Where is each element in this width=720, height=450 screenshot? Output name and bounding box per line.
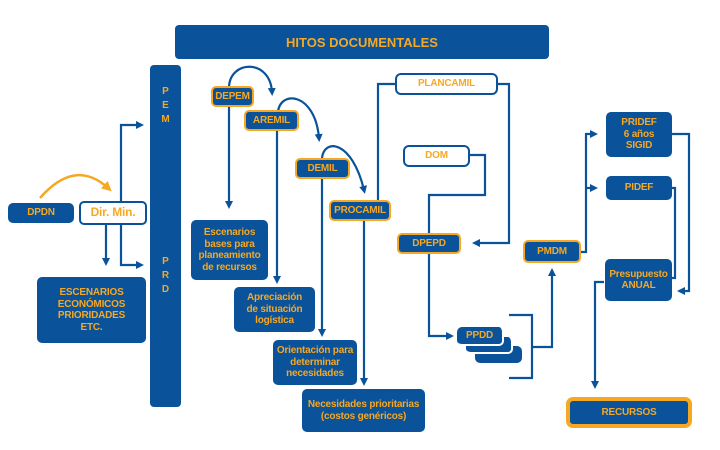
node-dir-min: Dir. Min.	[79, 201, 147, 225]
connector-demil-procamil	[320, 145, 367, 194]
node-aremil: AREMIL	[244, 110, 299, 131]
connector-dpdn-dirmin	[39, 173, 112, 199]
connector-pridef-presupuesto	[657, 132, 691, 295]
connector-dirmin-pem	[119, 121, 144, 205]
node-pidef: PIDEF	[606, 176, 672, 200]
connector-aremil-demil	[276, 97, 323, 142]
node-demil: DEMIL	[295, 158, 350, 179]
node-necesidades: Necesidades prioritarias(costos genérico…	[302, 389, 425, 432]
connector-procamil-plancamil	[376, 82, 395, 202]
connector-dpepd-ppdd	[427, 252, 454, 340]
node-plancamil: PLANCAMIL	[395, 73, 498, 95]
connector-depem-aremil	[227, 65, 276, 96]
node-procamil: PROCAMIL	[329, 200, 391, 221]
connector-plancamil-dpepd	[472, 82, 511, 247]
connector-dom-dpepd	[427, 153, 487, 234]
node-recursos: RECURSOS	[566, 397, 692, 428]
connector-ppdd-pmdm	[509, 272, 552, 380]
node-dom: DOM	[403, 145, 470, 167]
connector-presupuesto-recursos	[591, 280, 604, 389]
node-depem: DEPEM	[211, 86, 254, 107]
node-dpdn: DPDN	[8, 203, 74, 223]
node-dpepd: DPEPD	[397, 233, 461, 254]
connector-pmdm-pridef	[580, 130, 598, 254]
connector-dirmin-prd	[119, 222, 144, 269]
node-pmdm: PMDM	[523, 240, 581, 263]
node-ppdd: PPDD	[457, 327, 504, 346]
hitos-documentales-header: HITOS DOCUMENTALES	[175, 25, 549, 59]
